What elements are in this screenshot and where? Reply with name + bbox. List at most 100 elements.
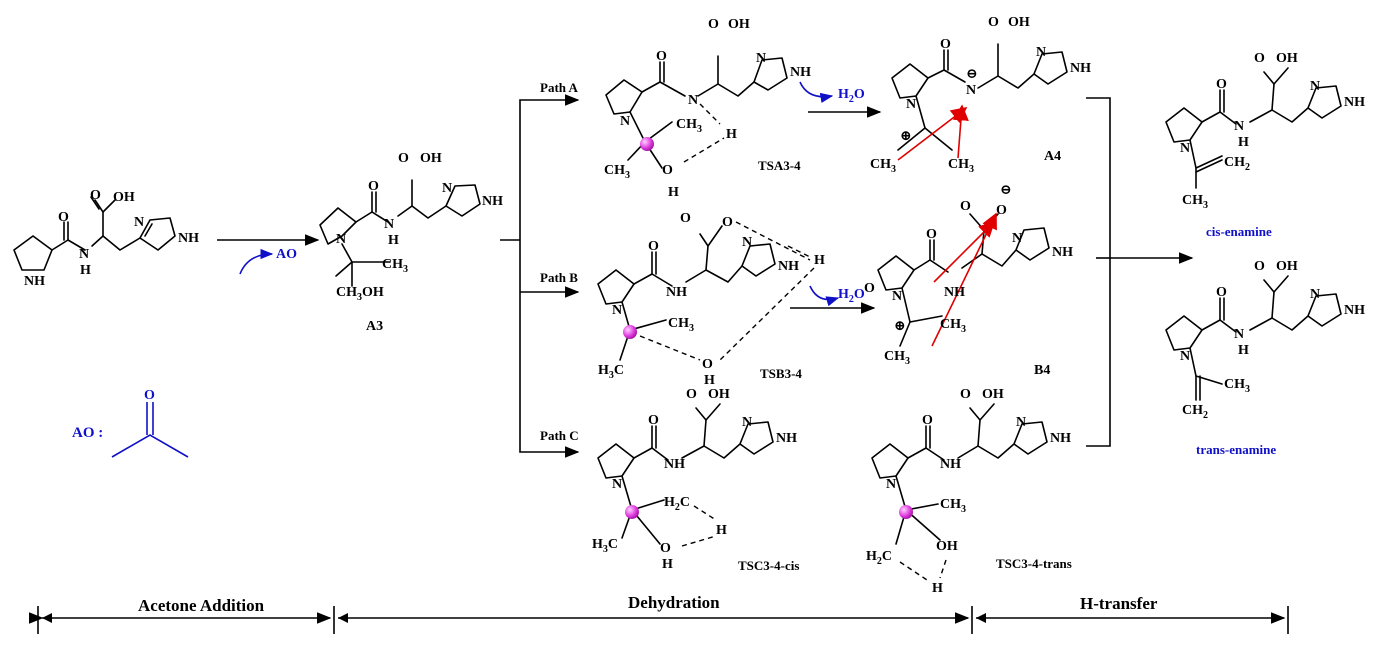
tsb-imid-n: N <box>742 235 752 250</box>
tsc-trans-label: TSC3-4-trans <box>996 556 1072 571</box>
tsb-acid-o2: O <box>722 215 733 230</box>
tsb-imid-nh: NH <box>778 259 799 274</box>
b4-acid-o: O <box>960 199 971 214</box>
trans-carbonyl-o: O <box>1216 285 1227 300</box>
tsa-carbonyl-o: O <box>656 49 667 64</box>
a4-label: A4 <box>1044 149 1061 164</box>
stage-htransfer-label: H-transfer <box>1080 594 1158 613</box>
trans-ch2: CH2 <box>1182 403 1208 421</box>
b4-ch3-a: CH3 <box>940 317 966 335</box>
b4-pro-n: N <box>892 289 902 304</box>
tsc-cis-h: H <box>662 557 673 572</box>
water-a-label: H2O <box>838 87 865 105</box>
tsc-cis-o: O <box>660 541 671 556</box>
a3-pro-n: N <box>336 232 346 247</box>
a4-minus: ⊖ <box>966 67 978 82</box>
water-a-arrow <box>799 81 834 103</box>
tsc-trans-oh: OH <box>936 539 958 554</box>
tsa-ch3-b: CH3 <box>604 163 630 181</box>
tsc-trans-h2c: H2C <box>866 549 892 567</box>
trans-pro-n: N <box>1180 349 1190 364</box>
tsc-cis-molecule: N O NH O OH N NH H2C H H3C O H TSC3-4-ci… <box>592 387 799 573</box>
cis-acid-oh: OH <box>1276 51 1298 66</box>
cis-acid-o: O <box>1254 51 1265 66</box>
merge-bracket <box>1086 97 1111 447</box>
tsc-cis-acid-oh: OH <box>708 387 730 402</box>
path-b-label: Path B <box>540 270 578 285</box>
tsc-trans-amide-nh: NH <box>940 457 961 472</box>
a3-imid-nh: NH <box>482 194 503 209</box>
water-b-label: H2O <box>838 287 865 305</box>
cis-imid-nh: NH <box>1344 95 1365 110</box>
a3-ch3-oh: CH3OH <box>336 285 384 303</box>
a4-pro-n: N <box>906 97 916 112</box>
a3-molecule: N O N H O OH N NH CH3 CH3OH A3 <box>319 151 503 334</box>
a3-amide-n: N <box>384 217 394 232</box>
tsc-cis-imid-nh: NH <box>776 431 797 446</box>
a3-imid-n: N <box>442 181 452 196</box>
tsb-h3c: H3C <box>598 363 624 381</box>
tsc-cis-h-bridge: H <box>716 523 727 538</box>
tsb-label: TSB3-4 <box>760 366 802 381</box>
a4-imid-n: N <box>1036 45 1046 60</box>
b4-carbonyl-o: O <box>926 227 937 242</box>
tsa-pro-n: N <box>620 114 630 129</box>
reactant-imid-n: N <box>134 215 144 230</box>
tsc-cis-carbonyl-o: O <box>648 413 659 428</box>
a3-acid-oh: OH <box>420 151 442 166</box>
tsa-ch3-a: CH3 <box>676 117 702 135</box>
path-a-arrow <box>519 94 580 240</box>
ao-legend-label: AO : <box>72 425 103 441</box>
cis-enamine-label: cis-enamine <box>1206 224 1272 239</box>
reactant-o: O <box>90 188 101 203</box>
a3-amide-h: H <box>388 233 399 248</box>
tsb-h: H <box>704 373 715 388</box>
trans-imid-n: N <box>1310 287 1320 302</box>
b4-ch3-b: CH3 <box>884 349 910 367</box>
trans-acid-oh: OH <box>1276 259 1298 274</box>
tsb-amide-nh: NH <box>666 285 687 300</box>
trans-imid-nh: NH <box>1344 303 1365 318</box>
b4-molecule: O N O NH O O ⊖ N NH ⊕ CH3 CH3 B4 <box>864 183 1073 378</box>
tsc-cis-imid-n: N <box>742 415 752 430</box>
a4-plus: ⊕ <box>900 129 912 144</box>
acetone-o: O <box>144 388 155 403</box>
cis-carbonyl-o: O <box>1216 77 1227 92</box>
a4-ch3-a: CH3 <box>870 157 896 175</box>
a4-amide-n: N <box>966 83 976 98</box>
a4-molecule: N O N ⊖ O OH N NH ⊕ CH3 CH3 A4 <box>870 15 1091 175</box>
tsa-label: TSA3-4 <box>758 158 801 173</box>
b4-amide-nh: NH <box>944 285 965 300</box>
a4-ch3-b: CH3 <box>948 157 974 175</box>
tsc-trans-ch3: CH3 <box>940 497 966 515</box>
cis-ch2: CH2 <box>1224 155 1250 173</box>
tsc-cis-h2c: H2C <box>664 495 690 513</box>
a3-ch3: CH3 <box>382 257 408 275</box>
reactant-amide-h: H <box>80 263 91 278</box>
b4-minus: ⊖ <box>1000 183 1012 198</box>
tsc-cis-h3c: H3C <box>592 537 618 555</box>
tsc-trans-molecule: N O NH O OH N NH CH3 OH H2C H TSC3-4-tra… <box>866 387 1072 596</box>
cis-amide-h: H <box>1238 135 1249 150</box>
tsa-imid-nh: NH <box>790 65 811 80</box>
trans-enamine-molecule: N O N H O OH N NH CH3 CH2 trans-enamine <box>1165 259 1365 457</box>
path-c-arrow <box>519 240 580 458</box>
cis-imid-n: N <box>1310 79 1320 94</box>
tsb-h-bridge: H <box>814 253 825 268</box>
tsc-cis-pro-n: N <box>612 477 622 492</box>
stage-bar: Acetone Addition Dehydration H-transfer <box>29 593 1289 634</box>
stage-dehydration-label: Dehydration <box>628 593 720 612</box>
tsc-trans-h: H <box>932 581 943 596</box>
cis-amide-n: N <box>1234 119 1244 134</box>
tsa-acid-o: O <box>708 17 719 32</box>
tsc-trans-acid-oh: OH <box>982 387 1004 402</box>
water-b-arrow <box>809 285 840 307</box>
tsb-acid-o: O <box>680 211 691 226</box>
b4-imid-n: N <box>1012 231 1022 246</box>
tsc-cis-acid-o: O <box>686 387 697 402</box>
cis-ch3: CH3 <box>1182 193 1208 211</box>
tsa-acid-oh: OH <box>728 17 750 32</box>
tsa-molecule: N O N O OH N NH CH3 H CH3 O H TSA3-4 <box>604 17 811 200</box>
tsc-trans-imid-nh: NH <box>1050 431 1071 446</box>
tsc-trans-carbonyl-o: O <box>922 413 933 428</box>
